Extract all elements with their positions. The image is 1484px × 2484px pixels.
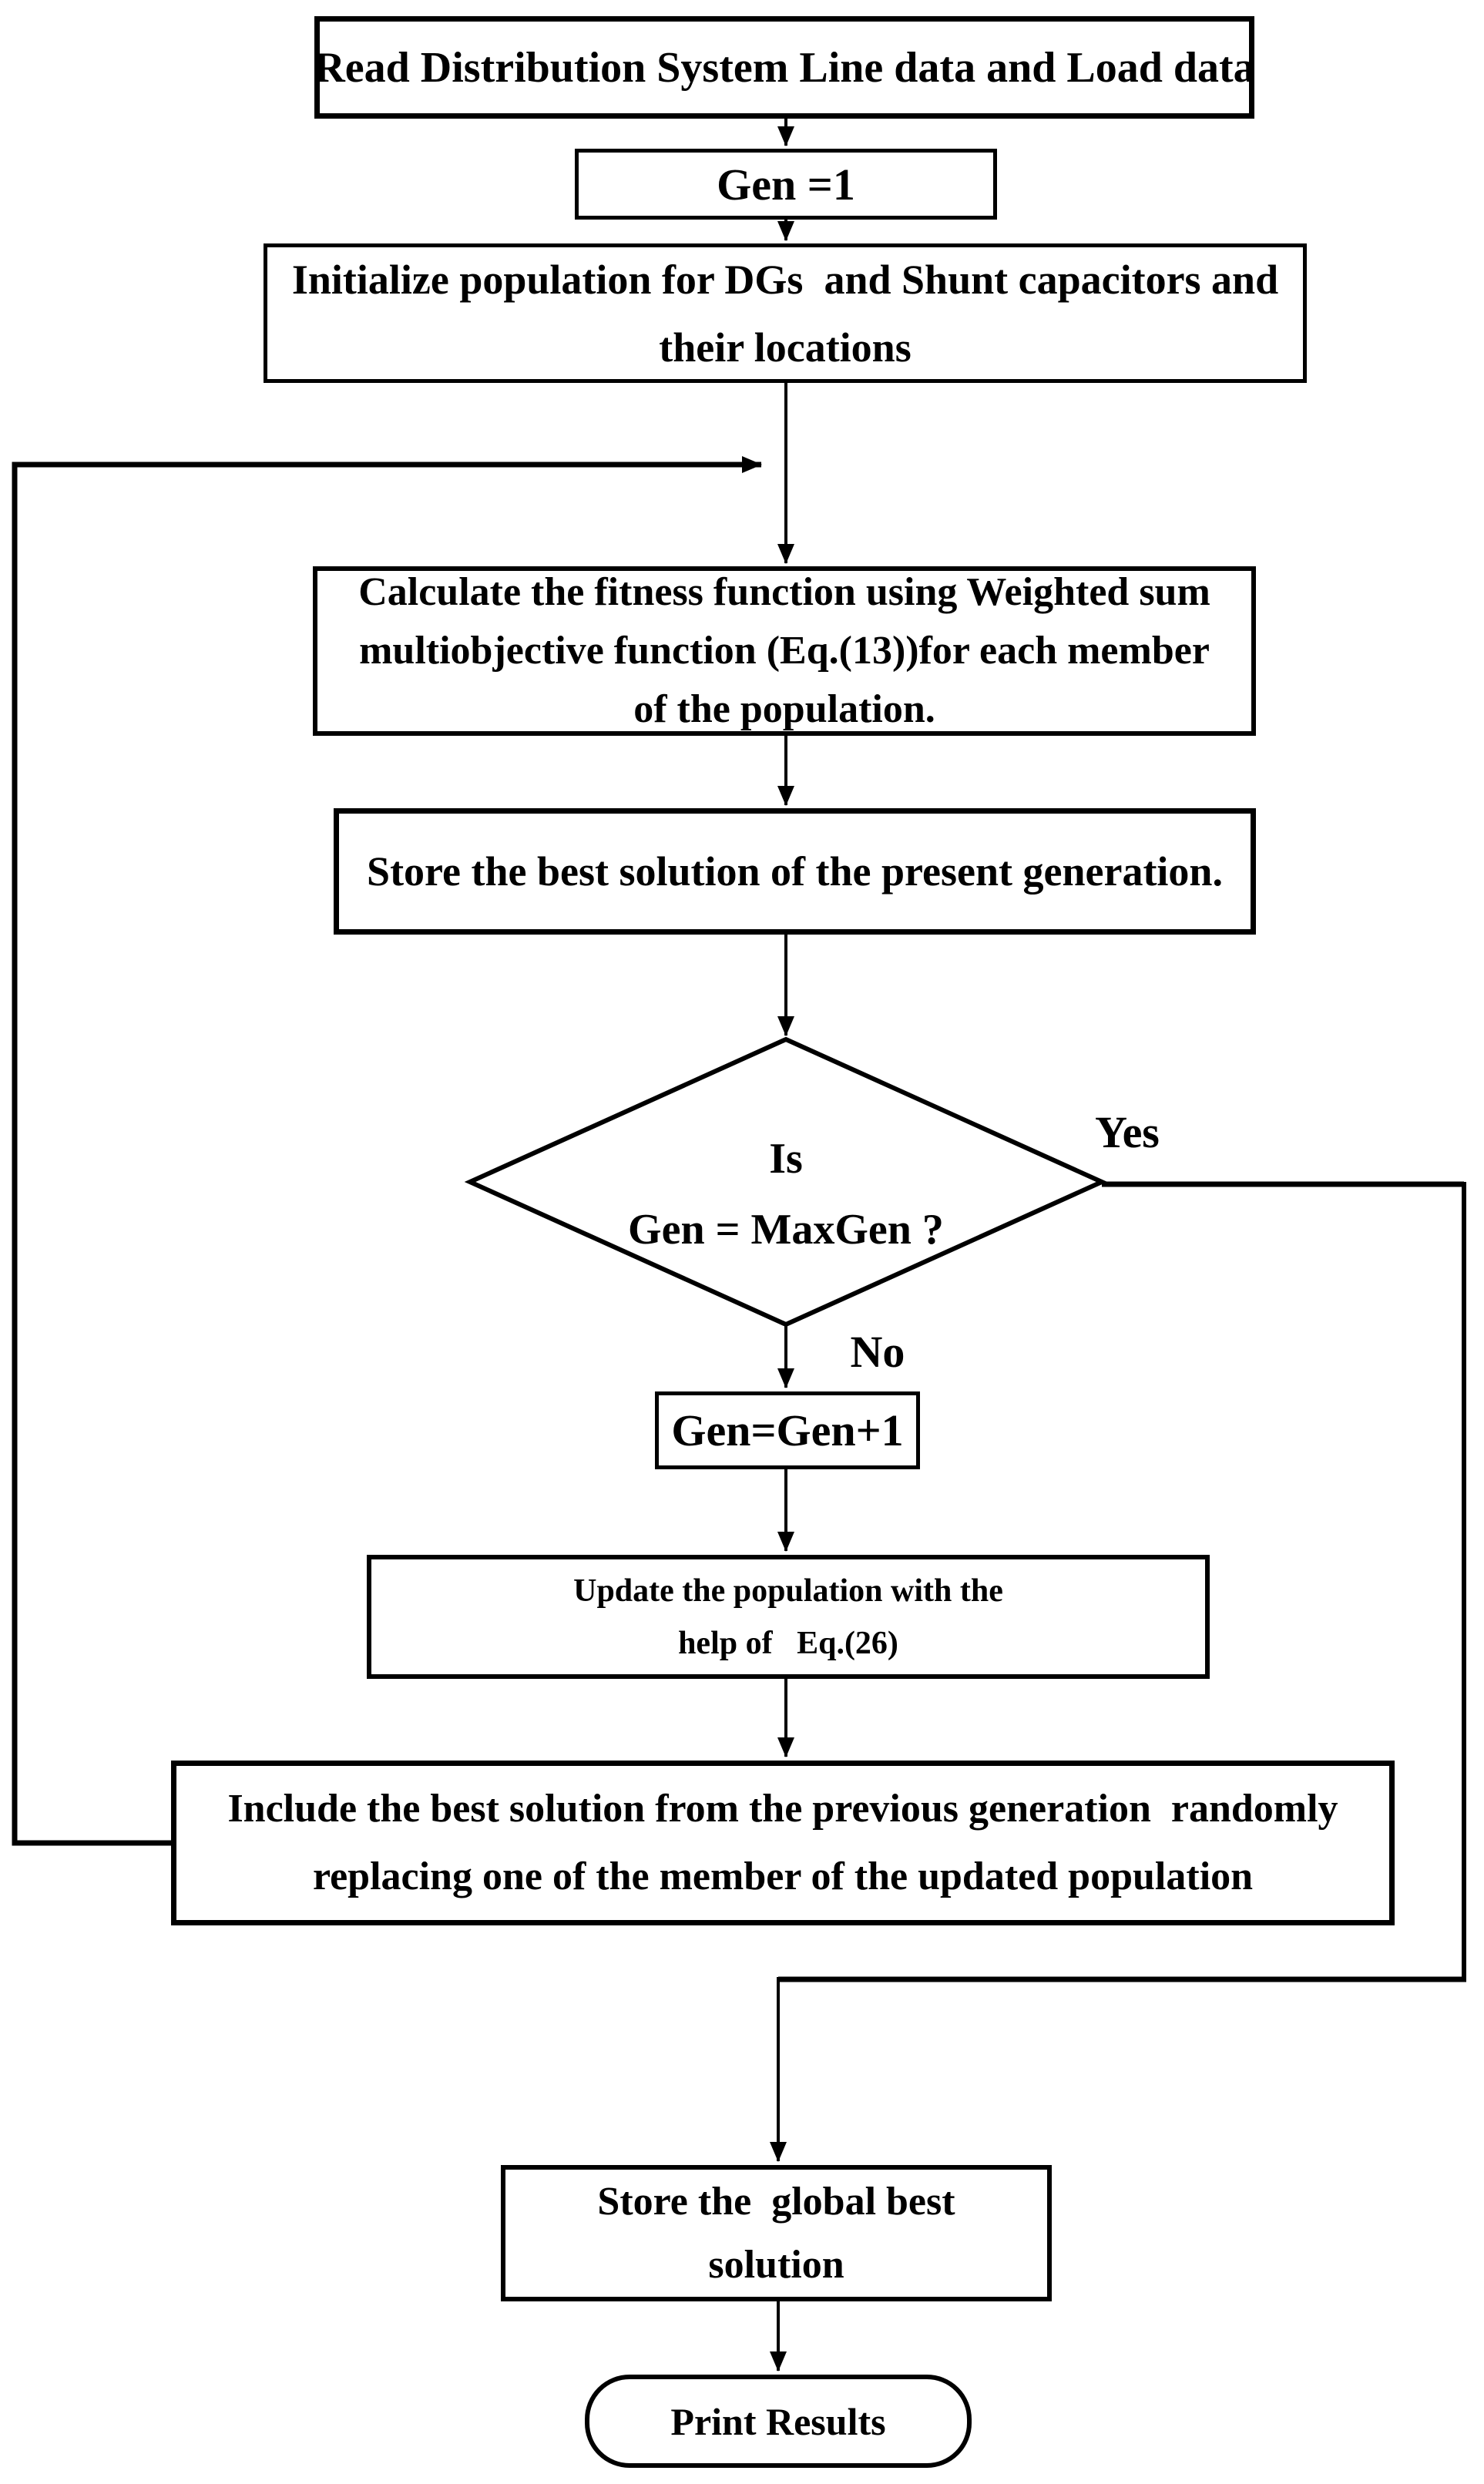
node-include-best-line2: replacing one of the member of the updat…	[312, 1855, 1254, 1898]
node-update-population-line2: help of Eq.(26)	[678, 1625, 898, 1661]
node-gen-increment-label: Gen=Gen+1	[671, 1405, 904, 1455]
node-calc-fitness-line3: of the population.	[633, 687, 935, 731]
node-decision-maxgen: Is Gen = MaxGen ?	[586, 1113, 986, 1275]
label-no-text: No	[850, 1326, 905, 1377]
node-store-global-best: Store the global best solution	[501, 2165, 1052, 2301]
node-store-best: Store the best solution of the present g…	[334, 808, 1256, 935]
node-calc-fitness-line2: multiobjective function (Eq.(13))for eac…	[359, 629, 1210, 673]
node-include-best: Include the best solution from the previ…	[171, 1761, 1395, 1925]
decision-line2: Gen = MaxGen ?	[628, 1206, 944, 1254]
node-read-data-label: Read Distribution System Line data and L…	[314, 43, 1255, 92]
label-no: No	[828, 1324, 928, 1378]
node-store-best-label: Store the best solution of the present g…	[367, 848, 1223, 895]
label-yes: Yes	[1077, 1105, 1177, 1159]
node-store-global-line1: Store the global best	[597, 2179, 955, 2224]
node-print-results-label: Print Results	[670, 2399, 886, 2443]
node-calc-fitness-line1: Calculate the fitness function using Wei…	[358, 570, 1210, 614]
node-store-global-line2: solution	[708, 2242, 844, 2287]
decision-diamond-shape	[464, 1036, 1108, 1328]
node-gen-init-label: Gen =1	[717, 159, 855, 210]
node-gen-init: Gen =1	[575, 149, 997, 220]
decision-line1: Is	[769, 1135, 803, 1183]
node-print-results: Print Results	[585, 2375, 972, 2468]
label-yes-text: Yes	[1095, 1106, 1160, 1157]
connector-loop-return	[12, 456, 762, 1846]
node-include-best-line1: Include the best solution from the previ…	[227, 1787, 1338, 1831]
node-calc-fitness: Calculate the fitness function using Wei…	[313, 566, 1256, 736]
node-update-population: Update the population with the help of E…	[367, 1555, 1210, 1679]
node-init-population-line2: their locations	[659, 324, 912, 371]
node-init-population: Initialize population for DGs and Shunt …	[264, 243, 1307, 383]
node-gen-increment: Gen=Gen+1	[655, 1391, 920, 1469]
node-init-population-line1: Initialize population for DGs and Shunt …	[291, 256, 1279, 303]
node-update-population-line1: Update the population with the	[573, 1573, 1003, 1609]
node-read-data: Read Distribution System Line data and L…	[314, 16, 1255, 119]
